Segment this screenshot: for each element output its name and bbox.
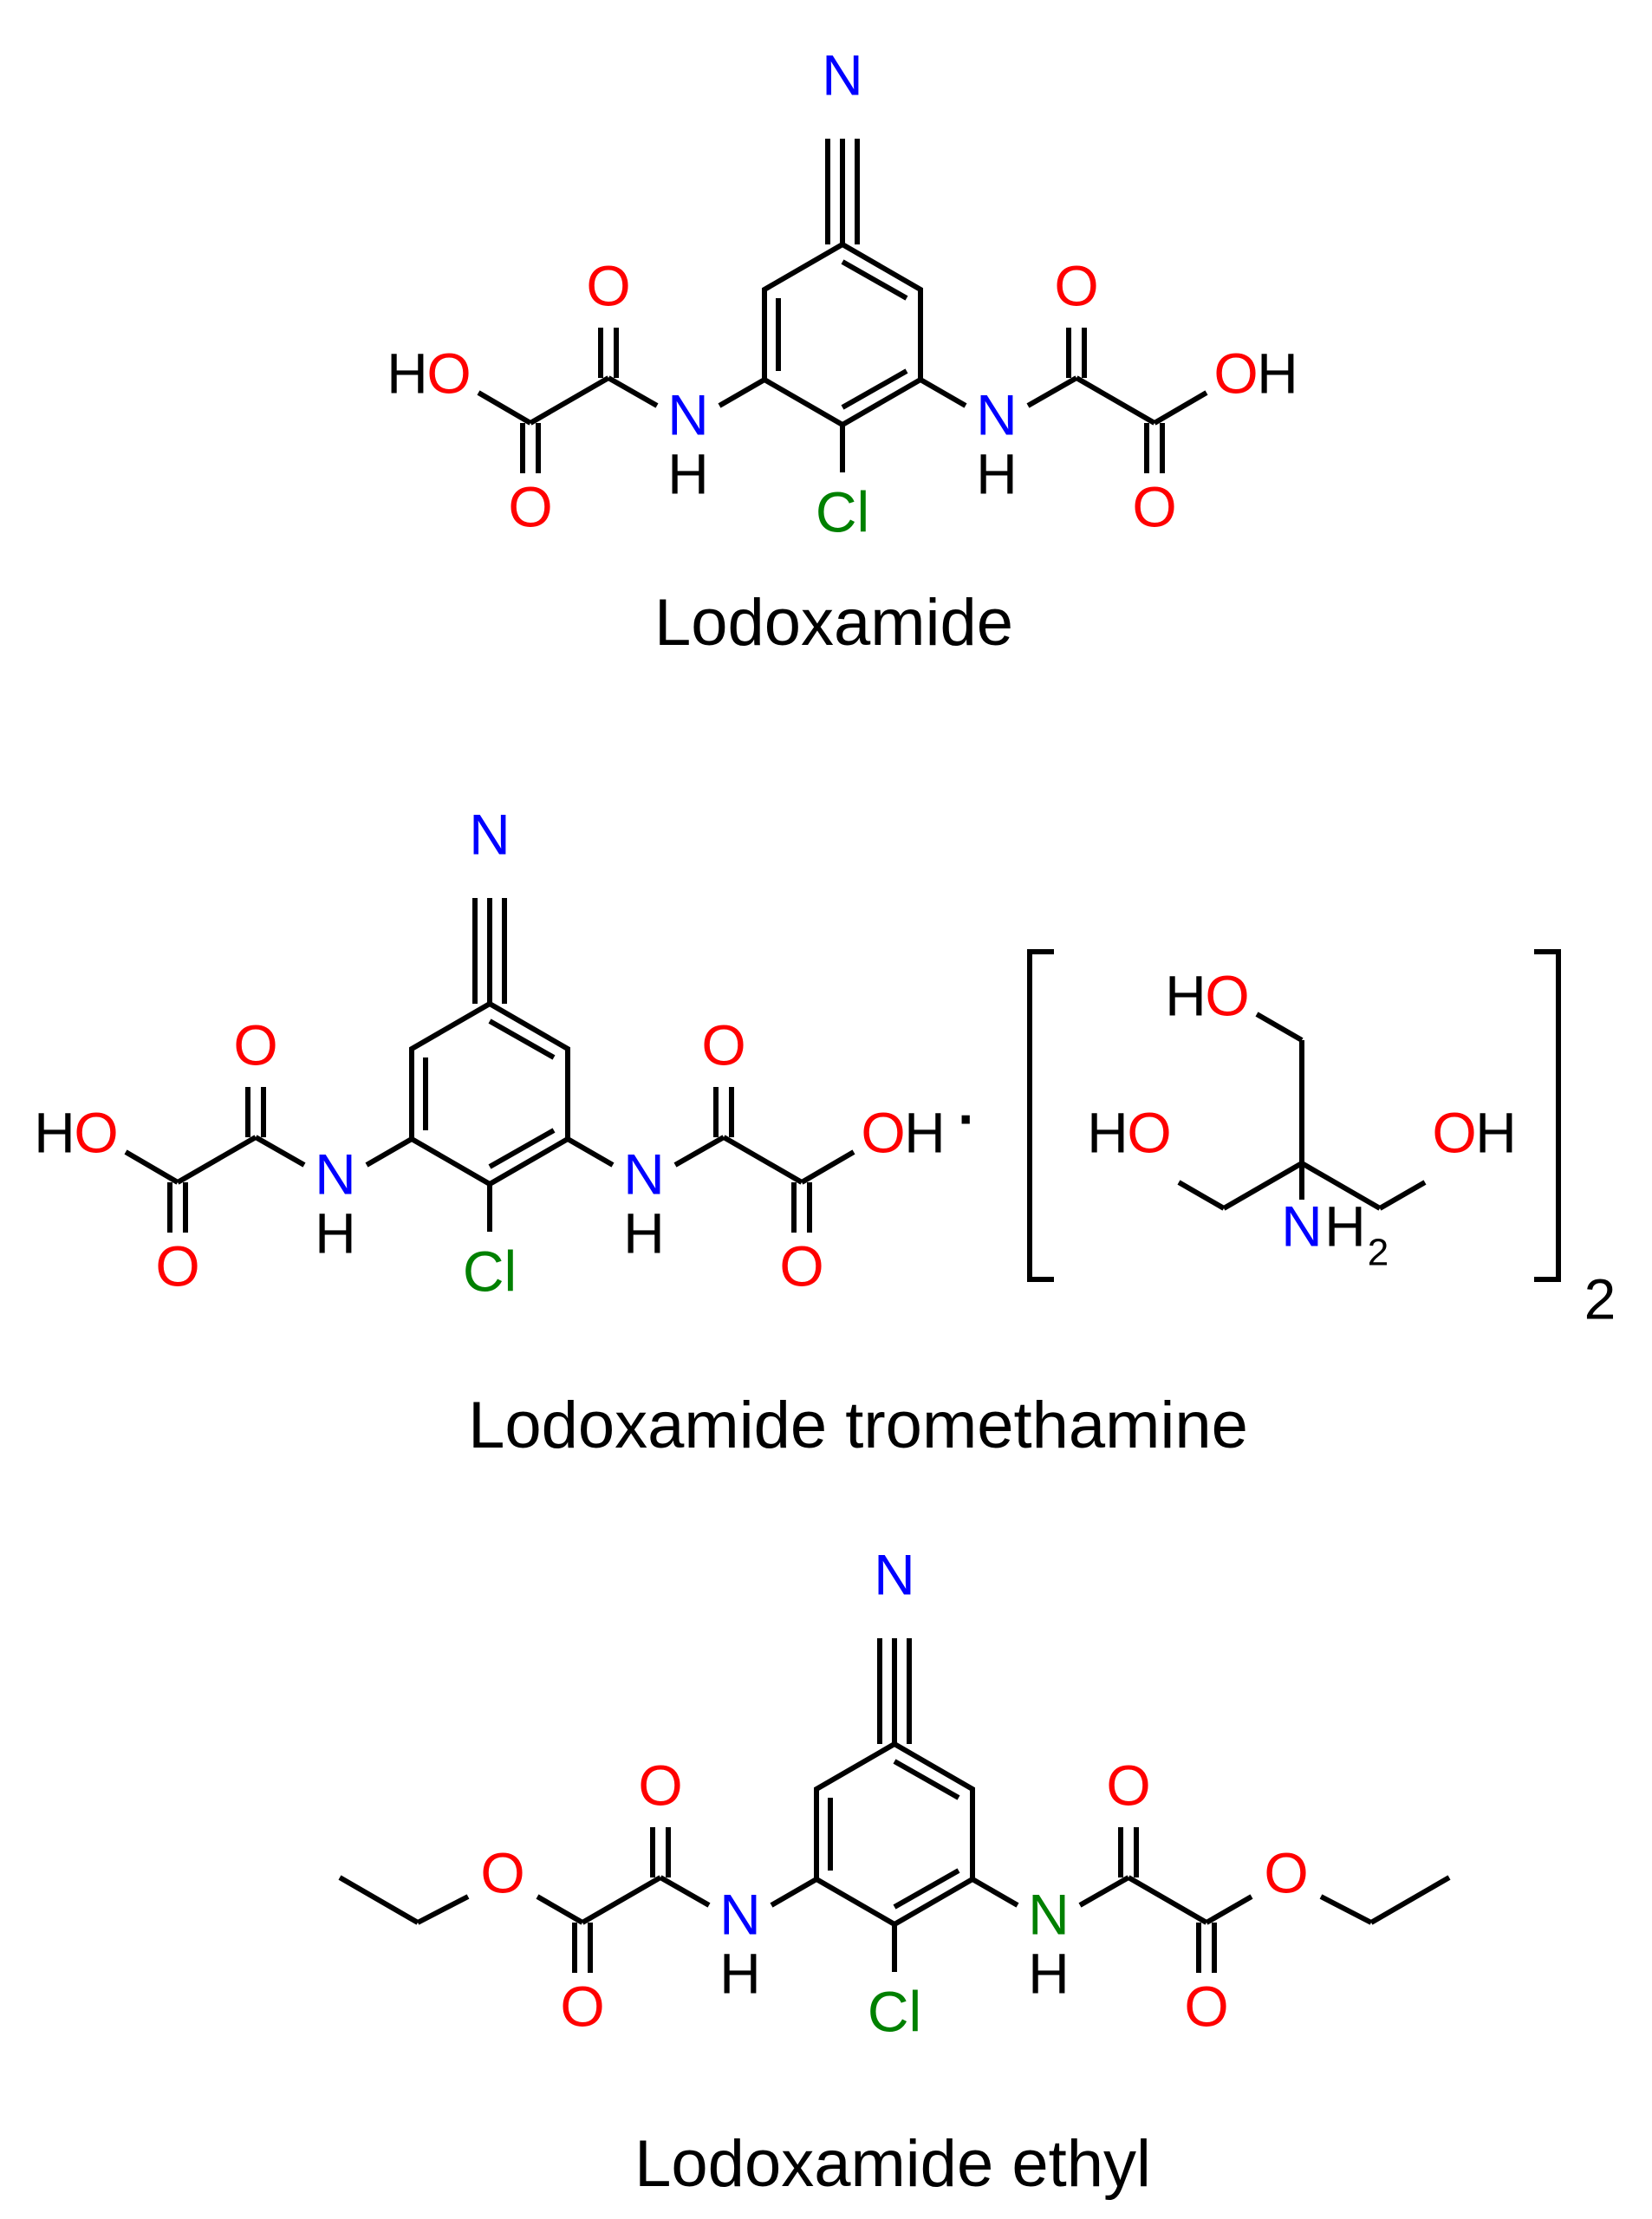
atom-label-o: O [426,341,471,405]
atom-label-cl: Cl [463,1239,517,1303]
atom-label-h: H [1165,963,1206,1027]
atom-label-o: O [233,1012,277,1077]
atom-label-n: N [1281,1194,1323,1258]
atom-label-h: H [976,441,1018,505]
atom-label-cl: Cl [868,1979,921,2043]
atom-label-n: N [667,382,709,446]
lodoxamide-bonds [477,139,1208,473]
atom-label-h: H [1324,1194,1366,1258]
lodoxamide-atom-labels: N O O O O H O O H N H N H Cl [387,42,1298,543]
lodoxamide-ethyl-atom-labels: N O O O O O O N H N H Cl [480,1542,1308,2043]
atom-label-h: H [904,1100,946,1164]
atom-label-n: N [469,802,511,866]
atom-label-o: O [1213,341,1258,405]
structure-caption-lodoxamide-tromethamine: Lodoxamide tromethamine [468,1389,1248,1462]
atom-label-h: H [34,1100,75,1164]
atom-label-n: N [315,1142,356,1206]
bracket-multiplier: 2 [1584,1266,1616,1331]
structure-caption-lodoxamide-ethyl: Lodoxamide ethyl [634,2127,1151,2201]
atom-label-o: O [480,1840,524,1904]
atom-label-o: O [861,1100,905,1164]
structure-lodoxamide-tromethamine: N O O O O H O O H N H N H Cl · H O H O O… [34,802,1616,1462]
atom-label-h: H [1087,1100,1128,1164]
atom-label-n: N [874,1542,915,1606]
atom-label-o: O [701,1012,745,1077]
subscript-2: 2 [1368,1232,1389,1274]
atom-label-o: O [74,1100,118,1164]
atom-label-h: H [1028,1941,1070,2005]
atom-label-n: N [623,1142,665,1206]
atom-label-o: O [586,253,630,317]
structure-lodoxamide: N O O O O H O O H N H N H Cl Lodoxamide [387,42,1298,660]
atom-label-h: H [1257,341,1298,405]
atom-label-n: N [976,382,1018,446]
atom-label-n: N [1028,1882,1070,1946]
structure-caption-lodoxamide: Lodoxamide [654,586,1013,660]
atom-label-h: H [719,1941,761,2005]
atom-label-o: O [1054,253,1098,317]
atom-label-h: H [387,341,428,405]
atom-label-o: O [155,1233,199,1298]
atom-label-o: O [560,1974,604,2038]
atom-label-o: O [1264,1840,1308,1904]
atom-label-o: O [1205,963,1249,1027]
lodoxamide-tromethamine-atom-labels: N O O O O H O O H N H N H Cl · H O H O O… [34,802,1616,1331]
lodoxamide-ethyl-bonds [338,1638,1451,1973]
atom-label-o: O [779,1233,823,1298]
atom-label-o: O [638,1753,682,1817]
atom-label-o: O [1127,1100,1171,1164]
atom-label-h: H [315,1201,356,1265]
atom-label-h: H [667,441,709,505]
atom-label-cl: Cl [816,479,869,543]
atom-label-o: O [1432,1100,1476,1164]
atom-label-n: N [719,1882,761,1946]
atom-label-o: O [1106,1753,1150,1817]
structure-lodoxamide-ethyl: N O O O O O O N H N H Cl Lodoxamide ethy… [338,1542,1451,2201]
atom-label-n: N [822,42,863,107]
atom-label-o: O [1184,1974,1228,2038]
atom-label-o: O [1132,474,1176,538]
salt-dot: · [958,1086,977,1150]
atom-label-h: H [1475,1100,1517,1164]
atom-label-h: H [623,1201,665,1265]
atom-label-o: O [508,474,552,538]
lodoxamide-tromethamine-bonds [124,898,1561,1282]
